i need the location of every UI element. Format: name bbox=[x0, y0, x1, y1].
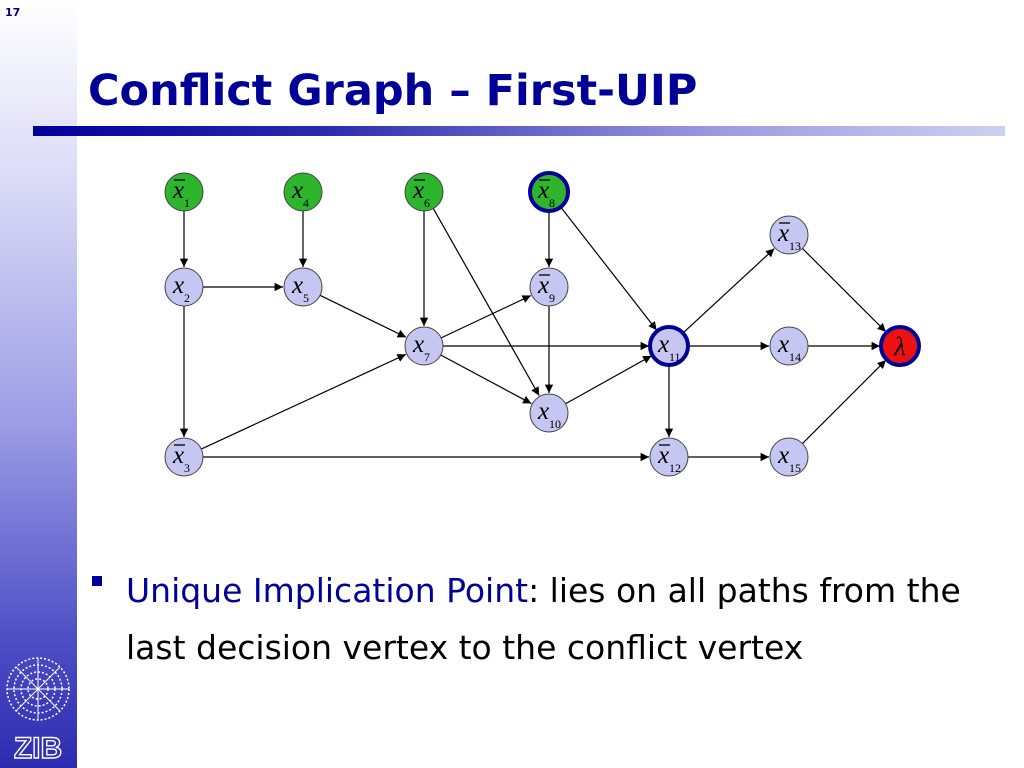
node-label-x12: x bbox=[657, 442, 669, 469]
node-label-x11: x bbox=[657, 331, 669, 358]
node-circle-x11 bbox=[648, 325, 690, 367]
node-label-x2: x bbox=[172, 272, 184, 299]
edge-x10-x11 bbox=[565, 355, 652, 405]
slide-number: 17 bbox=[5, 6, 21, 19]
uip-definition: : lies on all paths from the last decisi… bbox=[126, 571, 961, 667]
node-circle-x13 bbox=[769, 215, 809, 255]
graph-edges bbox=[179, 206, 887, 462]
uip-term: Unique Implication Point bbox=[126, 571, 529, 610]
node-subscript-x8: 8 bbox=[549, 196, 555, 210]
node-subscript-x5: 5 bbox=[303, 291, 309, 305]
edge-x5-x7 bbox=[319, 294, 407, 338]
title-underline bbox=[33, 126, 1005, 136]
node-label-x15: x bbox=[777, 442, 789, 469]
node-subscript-x6: 6 bbox=[424, 196, 430, 210]
node-label-x8: x bbox=[537, 177, 549, 204]
edge-x13-lambda bbox=[802, 248, 887, 333]
node-subscript-x2: 2 bbox=[184, 291, 190, 305]
node-label-x6: x bbox=[412, 177, 424, 204]
bullet-marker bbox=[92, 576, 102, 586]
node-circle-x3 bbox=[164, 437, 204, 477]
node-subscript-x4: 4 bbox=[303, 196, 309, 210]
node-circle-x14 bbox=[769, 326, 809, 366]
edge-x15-lambda bbox=[802, 359, 887, 444]
edge-x3-x7 bbox=[200, 353, 407, 450]
bullet-text: Unique Implication Point: lies on all pa… bbox=[126, 562, 986, 676]
node-subscript-x7: 7 bbox=[424, 350, 430, 364]
node-circle-x6 bbox=[404, 172, 444, 212]
page-title: Conflict Graph – First-UIP bbox=[88, 66, 698, 116]
node-circle-x7 bbox=[404, 326, 444, 366]
edge-x7-x10 bbox=[440, 354, 532, 405]
zib-logo: ZIB bbox=[6, 657, 70, 764]
node-circle-x12 bbox=[649, 437, 689, 477]
node-label-x5: x bbox=[291, 272, 303, 299]
node-circle-x10 bbox=[529, 393, 569, 433]
node-label-x1: x bbox=[172, 177, 184, 204]
node-label-x14: x bbox=[777, 331, 789, 358]
edge-x6-x10 bbox=[432, 208, 540, 396]
node-circle-x1 bbox=[164, 172, 204, 212]
edge-x11-x13 bbox=[682, 248, 775, 334]
node-subscript-x3: 3 bbox=[184, 461, 190, 475]
node-subscript-x14: 14 bbox=[789, 350, 801, 364]
node-subscript-x12: 12 bbox=[669, 461, 681, 475]
node-circle-x15 bbox=[769, 437, 809, 477]
node-circle-x4 bbox=[283, 172, 323, 212]
node-subscript-x10: 10 bbox=[549, 417, 561, 431]
node-circle-x5 bbox=[283, 267, 323, 307]
node-label-x4: x bbox=[291, 177, 303, 204]
node-lambda: λ bbox=[879, 325, 921, 367]
node-subscript-x9: 9 bbox=[549, 291, 555, 305]
node-label-x7: x bbox=[412, 331, 424, 358]
node-circle-x9 bbox=[529, 267, 569, 307]
node-label-lambda: λ bbox=[893, 332, 905, 361]
node-label-x3: x bbox=[172, 442, 184, 469]
node-label-x10: x bbox=[537, 398, 549, 425]
node-circle-x8 bbox=[528, 171, 570, 213]
node-label-x13: x bbox=[777, 220, 789, 247]
zib-logo-text: ZIB bbox=[14, 732, 62, 764]
node-subscript-x13: 13 bbox=[789, 239, 801, 253]
zib-logo-emblem bbox=[6, 657, 70, 721]
node-label-x9: x bbox=[537, 272, 549, 299]
node-subscript-x15: 15 bbox=[789, 461, 801, 475]
edge-x7-x9 bbox=[440, 294, 532, 339]
node-circle-x2 bbox=[164, 267, 204, 307]
edge-x8-x11 bbox=[560, 206, 658, 331]
node-circle-lambda bbox=[879, 325, 921, 367]
node-subscript-x1: 1 bbox=[184, 196, 190, 210]
node-subscript-x11: 11 bbox=[669, 350, 681, 364]
